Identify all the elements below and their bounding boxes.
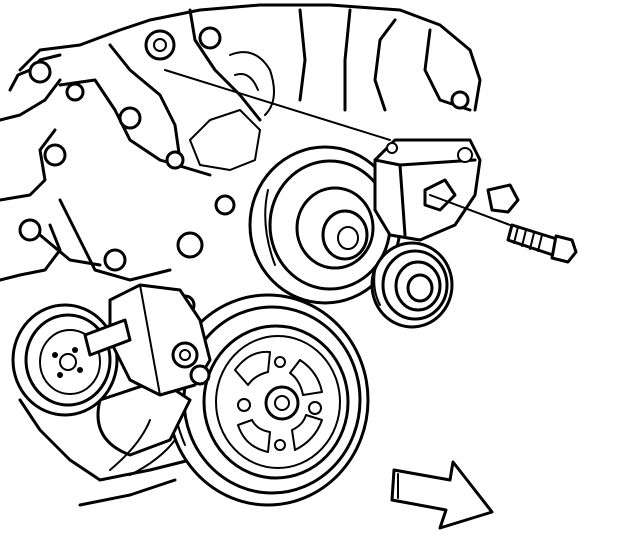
tensioner-pulley bbox=[370, 241, 454, 329]
reference-line bbox=[164, 69, 391, 141]
accessory-bracket bbox=[83, 283, 212, 476]
drive-belt-tensioner bbox=[373, 138, 520, 242]
crankshaft-balancer bbox=[166, 293, 370, 507]
idler-pulley bbox=[248, 145, 402, 305]
tensioner-bolt bbox=[506, 223, 578, 264]
front-direction-arrow bbox=[390, 460, 494, 530]
